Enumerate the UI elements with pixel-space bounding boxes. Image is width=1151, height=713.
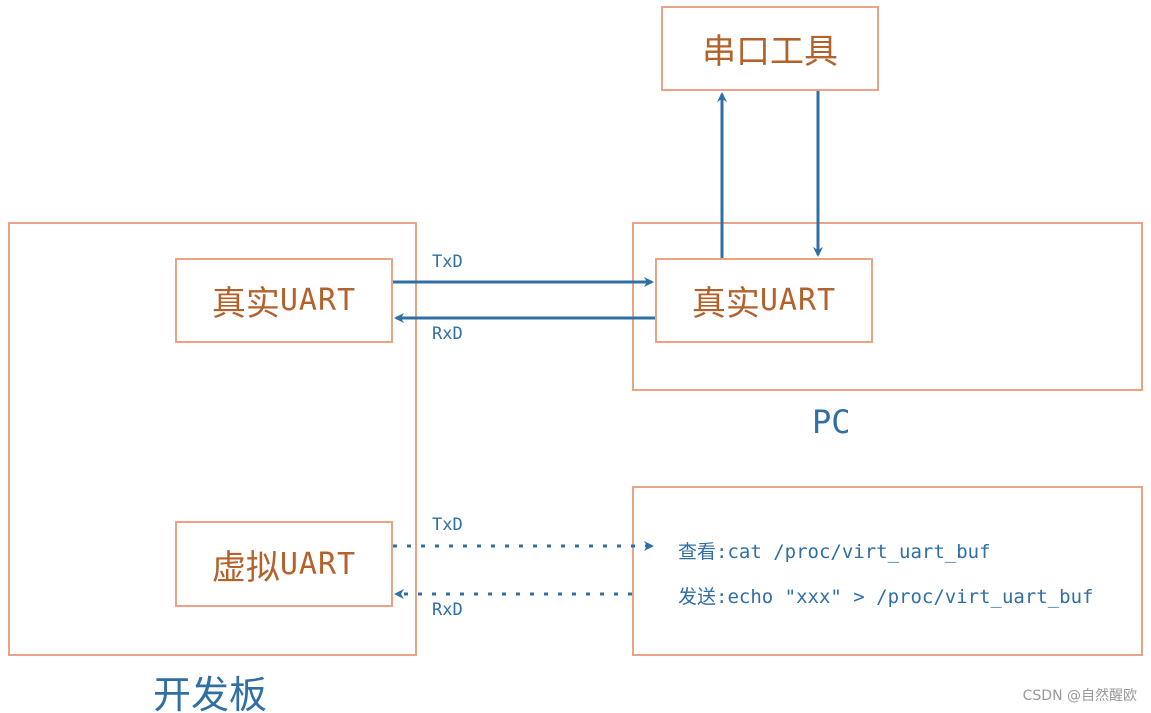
virt-rxd-label: RxD bbox=[432, 600, 463, 620]
board-virt-uart-latin: UART bbox=[279, 546, 357, 582]
pc-real-uart-cn: 真实 bbox=[691, 284, 760, 324]
virt-txd-label: TxD bbox=[432, 515, 463, 535]
board-real-uart-cn: 真实 bbox=[211, 284, 280, 324]
pc-label: PC bbox=[812, 403, 851, 441]
real-txd-label: TxD bbox=[432, 252, 463, 272]
proc-panel bbox=[632, 486, 1143, 656]
serial-tool-label: 串口工具 bbox=[702, 32, 838, 72]
pc-real-uart-latin: UART bbox=[759, 283, 837, 318]
view-command: 查看:cat /proc/virt_uart_buf bbox=[678, 541, 991, 563]
serial-tool-box: 串口工具 bbox=[661, 6, 879, 91]
board-label: 开发板 bbox=[153, 673, 268, 713]
board-real-uart-latin: UART bbox=[279, 283, 357, 318]
real-rxd-label: RxD bbox=[432, 324, 463, 344]
send-command: 发送:echo "xxx" > /proc/virt_uart_buf bbox=[678, 586, 1094, 608]
watermark: CSDN @自然醒欧 bbox=[1022, 688, 1137, 704]
board-virt-uart-cn: 虚拟 bbox=[211, 547, 280, 588]
